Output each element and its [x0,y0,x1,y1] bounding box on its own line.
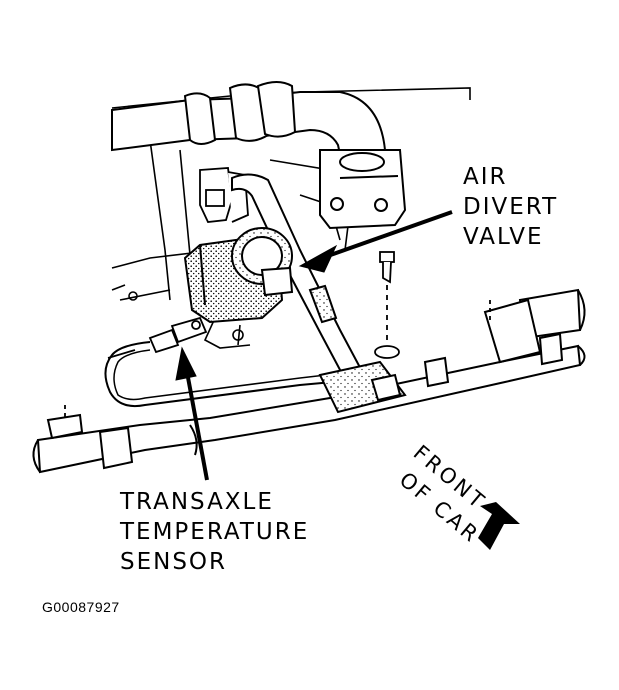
air-divert-arrow [298,210,453,273]
bolt [64,251,491,420]
air-divert-line-1: AIR [463,164,508,190]
engine-block [111,87,471,349]
air-divert-valve-label: AIR DIVERT VALVE [463,162,558,252]
valve-connector [199,167,249,223]
air-divert-valve [183,227,294,324]
front-arrow [478,502,520,550]
front-of-car-indicator: FRONT OF CAR [395,440,520,550]
transaxle-line-3: SENSOR [120,549,228,575]
transaxle-line-1: TRANSAXLE [120,489,274,515]
main-tube [32,288,586,474]
transaxle-line-2: TEMPERATURE [120,519,310,545]
transaxle-sensor-label: TRANSAXLE TEMPERATURE SENSOR [120,487,309,577]
sensor-arrow [175,346,209,481]
air-divert-line-2: DIVERT [463,194,559,220]
temperature-sensor [104,316,356,408]
upper-hose [111,81,407,230]
air-divert-line-3: VALVE [463,224,544,250]
figure-code: G00087927 [42,599,120,615]
